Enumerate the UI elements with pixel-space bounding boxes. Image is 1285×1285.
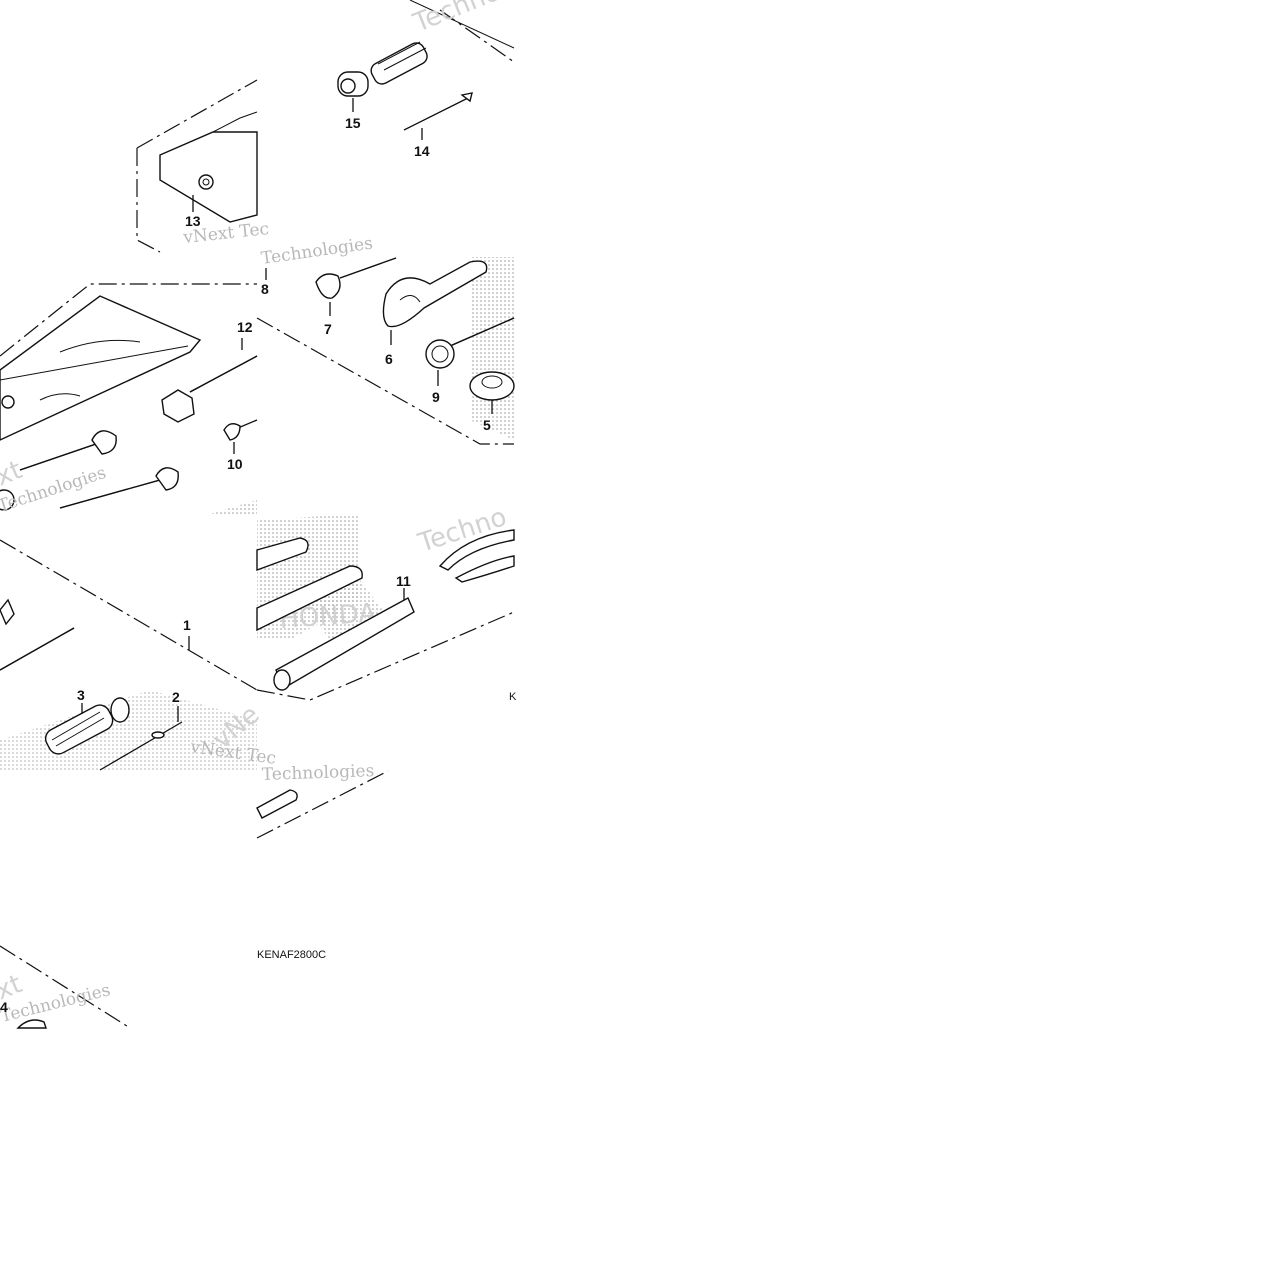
wrench-part-7: [315, 257, 397, 316]
callout-4: 4: [0, 999, 8, 1015]
screwdriver-shaft-part-2: [99, 706, 183, 771]
tile-top-center: Techno 15 14: [337, 0, 515, 159]
wrench-fragment: [256, 789, 298, 819]
tile-upper-left: 13 vNext Tec: [136, 79, 270, 253]
watermark-technologies-1: Technologies: [260, 233, 374, 268]
callout-13: 13: [185, 213, 201, 229]
box-wrench-part-5: [425, 317, 515, 386]
combination-wrenches: [0, 430, 179, 511]
pliers-part: [438, 529, 515, 583]
tile-center-left: 12 10 xt Technologies: [0, 283, 258, 517]
pin-spanner-part-6: [382, 260, 488, 345]
figure-code-fragment: K: [509, 691, 517, 703]
watermark-xt-1: xt: [0, 455, 26, 492]
driver-bit-part-14: [403, 92, 473, 140]
tile-bottom-center: Technologies KENAF2800C: [256, 761, 389, 961]
callout-14: 14: [414, 143, 430, 159]
tool-pouch-part-13: [159, 111, 258, 223]
tire-lever-part-11: [273, 588, 415, 691]
callout-8: 8: [261, 281, 269, 297]
socket-part-12: [469, 371, 515, 414]
tile-bottom-left: xt Technologies 4: [0, 945, 131, 1029]
callout-9: 12: [237, 319, 253, 335]
callout-10: 10: [227, 456, 243, 472]
tool-roll-part: [0, 295, 202, 441]
watermark-technologies-3: Technologies: [261, 761, 374, 785]
screwdriver-handle-part-3: [44, 697, 130, 755]
callout-11: 11: [396, 573, 411, 589]
watermark-techno: Techno: [408, 0, 504, 39]
tile-center-right: Technologies 8 7 6 9: [256, 233, 515, 445]
callout-6: 6: [385, 351, 393, 367]
figure-code: KENAF2800C: [257, 949, 326, 961]
tile-lower-left: 1 3 2 vNext Tec vNe: [0, 539, 277, 771]
socket-wrench-part-9: [161, 338, 258, 423]
extension-bar-part: [0, 598, 75, 671]
callout-7: 7: [324, 321, 332, 337]
tire-lever-parts: [256, 537, 363, 632]
callout-3: 3: [77, 687, 85, 703]
callout-1: 1: [183, 617, 191, 633]
tile-lower-right: HONDA Techno 11 K: [256, 502, 517, 703]
handle-part-15: [337, 41, 428, 112]
callout-5: 9: [432, 389, 440, 405]
small-wrench-part-10: [223, 419, 258, 454]
callout-2: 2: [172, 689, 180, 705]
callout-15: 15: [345, 115, 361, 131]
callout-12: 5: [483, 417, 491, 433]
